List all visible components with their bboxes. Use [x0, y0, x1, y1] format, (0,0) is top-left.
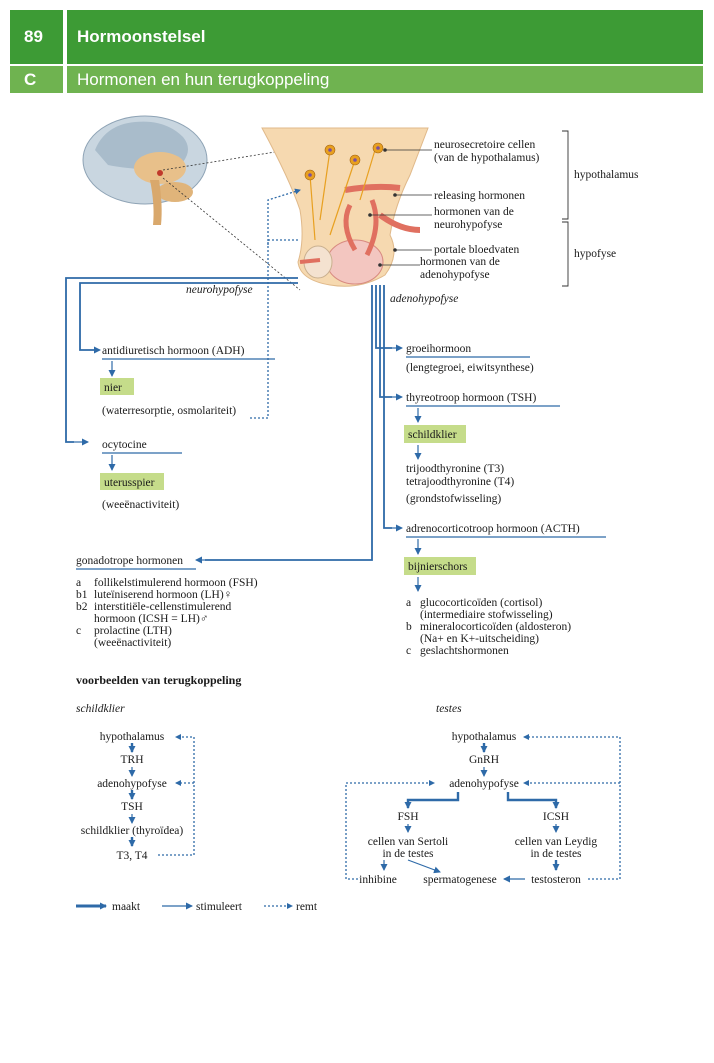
- thyroid-label: schildklier: [76, 703, 125, 715]
- bijnier-list: a glucocorticoïden (cortisol) (intermedi…: [406, 597, 571, 657]
- bijnier-item: (Na+ en K+-uitscheiding): [420, 633, 539, 645]
- thyroid-node: TRH: [121, 754, 144, 766]
- thyroid-chain: hypothalamus TRH adenohypofyse TSH schil…: [81, 731, 184, 862]
- gonado-item: follikelstimulerend hormoon (FSH): [94, 577, 258, 589]
- legend-maakt: maakt: [112, 901, 141, 913]
- label-adenohormones-1: hormonen van de: [420, 256, 500, 268]
- gonado-item-key: c: [76, 625, 81, 637]
- legend: maakt stimuleert remt: [76, 901, 318, 913]
- acth-label: adrenocorticotroop hormoon (ACTH): [406, 523, 580, 535]
- gonado-item: interstitiële-cellenstimulerend: [94, 601, 232, 613]
- testes-node: hypothalamus: [452, 731, 517, 743]
- testes-node: in de testes: [382, 848, 434, 860]
- gonado-item: prolactine (LTH): [94, 625, 172, 637]
- adh-label: antidiuretisch hormoon (ADH): [102, 345, 245, 357]
- thyroid-node: adenohypofyse: [97, 778, 167, 790]
- feedback-title: voorbeelden van terugkoppeling: [76, 673, 241, 687]
- testes-node: spermatogenese: [423, 874, 496, 886]
- label-adenohormones-2: adenohypofyse: [420, 269, 490, 281]
- testes-node: ICSH: [543, 811, 569, 823]
- thyroid-node: hypothalamus: [100, 731, 165, 743]
- testes-node: in de testes: [530, 848, 582, 860]
- bijnier-item-key: a: [406, 597, 411, 609]
- pituitary-illustration: [261, 127, 429, 287]
- nier-effect: (waterresorptie, osmolariteit): [102, 405, 236, 417]
- testes-node: GnRH: [469, 754, 499, 766]
- thyroid-node: T3, T4: [116, 850, 147, 862]
- bijnier-item: glucocorticoïden (cortisol): [420, 597, 542, 609]
- groei-effect: (lengtegroei, eiwitsynthese): [406, 362, 534, 374]
- schildklier-label: schildklier: [408, 429, 457, 441]
- label-hypofyse: hypofyse: [574, 248, 616, 260]
- t-effect: (grondstofwisseling): [406, 493, 501, 505]
- chapter-title: Hormoonstelsel: [67, 10, 703, 64]
- bijnier-item-key: c: [406, 645, 411, 657]
- bijnier-item: (intermediaire stofwisseling): [420, 609, 553, 621]
- ocytocine-label: ocytocine: [102, 439, 147, 451]
- testes-node: adenohypofyse: [449, 778, 519, 790]
- chapter-number: 89: [10, 10, 63, 64]
- section-letter: C: [10, 66, 63, 93]
- legend-remt: remt: [296, 901, 318, 913]
- testes-node: cellen van Sertoli: [368, 836, 448, 848]
- nier-box: [100, 378, 134, 395]
- gonado-item-key: a: [76, 577, 81, 589]
- chapter-header: 89 Hormoonstelsel: [10, 10, 703, 64]
- testes-chain: hypothalamus GnRH adenohypofyse FSH ICSH…: [359, 731, 597, 886]
- schildklier-box: [404, 425, 466, 443]
- gonado-item-key: b2: [76, 601, 88, 613]
- testes-label: testes: [436, 703, 462, 715]
- testes-node: inhibine: [359, 874, 397, 886]
- uterus-effect: (weeënactiviteit): [102, 499, 179, 511]
- uterusspier-label: uterusspier: [104, 477, 155, 489]
- gonado-item: (weeënactiviteit): [94, 637, 171, 649]
- testes-node: FSH: [397, 811, 418, 823]
- groei-label: groeihormoon: [406, 343, 471, 355]
- label-neurohypofyse: neurohypofyse: [186, 284, 253, 296]
- label-neurosecretory-1: neurosecretoire cellen: [434, 139, 535, 151]
- bijnier-item: mineralocorticoïden (aldosteron): [420, 621, 571, 633]
- gonado-list: a follikelstimulerend hormoon (FSH) b1 l…: [76, 577, 258, 649]
- label-releasing: releasing hormonen: [434, 190, 525, 202]
- gonado-item-key: b1: [76, 589, 88, 601]
- legend-stimuleert: stimuleert: [196, 901, 243, 913]
- brain-illustration: [82, 115, 208, 225]
- tsh-label: thyreotroop hormoon (TSH): [406, 392, 536, 404]
- uterusspier-box: [100, 473, 164, 490]
- testes-node: testosteron: [531, 874, 581, 886]
- label-hypothalamus: hypothalamus: [574, 169, 639, 181]
- bijnier-label: bijnierschors: [408, 561, 468, 573]
- label-neurohormones-1: hormonen van de: [434, 206, 514, 218]
- testes-node: cellen van Leydig: [515, 836, 598, 848]
- t4-label: tetrajoodthyronine (T4): [406, 476, 514, 488]
- label-portal: portale bloedvaten: [434, 244, 520, 256]
- bijnier-item-key: b: [406, 621, 412, 633]
- t3-label: trijoodthyronine (T3): [406, 463, 504, 475]
- label-neurosecretory-2: (van de hypothalamus): [434, 152, 540, 164]
- bijnier-box: [404, 557, 476, 575]
- thyroid-node: schildklier (thyroïdea): [81, 825, 184, 837]
- gonado-title: gonadotrope hormonen: [76, 555, 183, 567]
- thyroid-node: TSH: [121, 801, 143, 813]
- label-neurohormones-2: neurohypofyse: [434, 219, 502, 231]
- gonado-item: luteïniserend hormoon (LH)♀: [94, 589, 232, 601]
- gonado-item: hormoon (ICSH = LH)♂: [94, 613, 208, 625]
- section-title: Hormonen en hun terugkoppeling: [67, 66, 703, 93]
- section-header: C Hormonen en hun terugkoppeling: [10, 66, 703, 93]
- bijnier-item: geslachtshormonen: [420, 645, 509, 657]
- label-adenohypofyse: adenohypofyse: [390, 293, 458, 305]
- nier-label: nier: [104, 382, 122, 394]
